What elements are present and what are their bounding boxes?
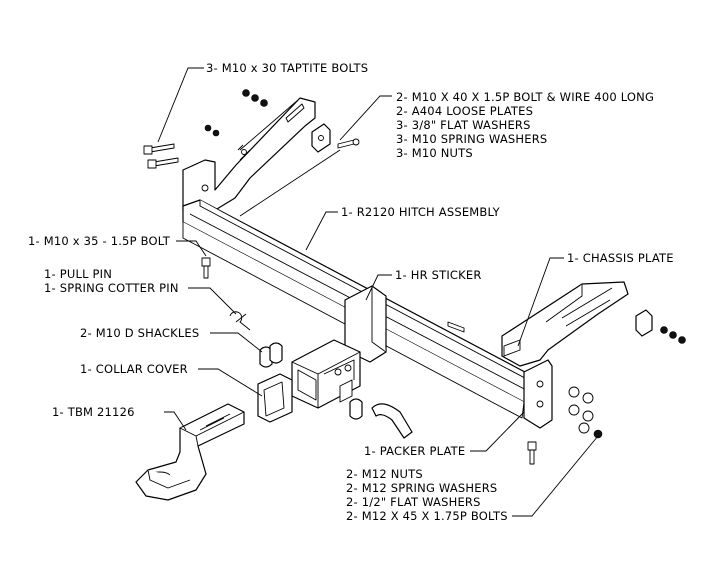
callout-m12-kit: 2- M12 NUTS 2- M12 SPRING WASHERS 2- 1/2… xyxy=(346,467,508,523)
callout-tbm: 1- TBM 21126 xyxy=(52,405,135,419)
callout-m10-bolt: 1- M10 x 35 - 1.5P BOLT xyxy=(28,234,171,248)
right-mounting-bracket xyxy=(501,281,629,429)
upper-nuts-washers xyxy=(204,89,268,137)
collar-cover xyxy=(257,373,293,423)
callout-line: 2- A404 LOOSE PLATES xyxy=(396,104,533,118)
callout-line: 1- HR STICKER xyxy=(395,268,482,282)
callout-line: 2- M12 X 45 X 1.75P BOLTS xyxy=(346,509,508,523)
callout-line: 3- M10 x 30 TAPTITE BOLTS xyxy=(206,61,368,75)
bolt-wire xyxy=(239,149,341,217)
callout-packer-plate: 1- PACKER PLATE xyxy=(364,444,465,458)
callout-line: 3- 3/8" FLAT WASHERS xyxy=(396,118,531,132)
left-mounting-bracket xyxy=(182,97,316,215)
loose-plate-upper xyxy=(311,123,331,153)
packer-plate xyxy=(371,403,413,439)
callout-line: 1- COLLAR COVER xyxy=(80,362,188,376)
callout-line: 1- CHASSIS PLATE xyxy=(567,251,674,265)
pull-pin xyxy=(229,311,251,331)
callout-line: 1- TBM 21126 xyxy=(52,405,135,419)
callout-bolt-wire-kit: 2- M10 X 40 X 1.5P BOLT & WIRE 400 LONG … xyxy=(396,90,654,160)
callout-line: 1- R2120 HITCH ASSEMBLY xyxy=(341,205,501,219)
d-shackles xyxy=(259,342,363,420)
callout-hitch-assembly: 1- R2120 HITCH ASSEMBLY xyxy=(341,205,501,219)
receiver-assembly xyxy=(291,285,387,409)
callout-line: 2- M12 SPRING WASHERS xyxy=(346,481,497,495)
callout-taptite-bolts: 3- M10 x 30 TAPTITE BOLTS xyxy=(206,61,368,75)
callout-line: 2- M10 X 40 X 1.5P BOLT & WIRE 400 LONG xyxy=(396,90,654,104)
callout-line: 2- M12 NUTS xyxy=(346,467,423,481)
loose-plate-right xyxy=(635,309,653,337)
right-nuts-washers xyxy=(660,326,686,344)
callout-line: 2- M10 D SHACKLES xyxy=(80,326,199,340)
tow-ball-mount xyxy=(135,403,245,501)
leader-lines xyxy=(157,67,599,517)
callout-line: 1- M10 x 35 - 1.5P BOLT xyxy=(28,234,171,248)
m12-nuts-washers xyxy=(568,386,603,439)
m12-bolts xyxy=(527,441,537,465)
m10-taptite-bolts xyxy=(143,143,179,169)
callout-hr-sticker: 1- HR STICKER xyxy=(395,268,482,282)
callout-chassis-plate: 1- CHASSIS PLATE xyxy=(567,251,674,265)
callout-line: 1- PACKER PLATE xyxy=(364,444,465,458)
callout-line: 2- 1/2" FLAT WASHERS xyxy=(346,495,481,509)
callout-line: 1- PULL PIN xyxy=(44,267,112,281)
callout-pull-pin: 1- PULL PIN 1- SPRING COTTER PIN xyxy=(44,267,179,295)
callout-line: 3- M10 NUTS xyxy=(396,146,473,160)
m10-bolt-wire xyxy=(337,138,465,333)
callout-line: 1- SPRING COTTER PIN xyxy=(44,281,179,295)
m10-bolt-35 xyxy=(201,257,211,279)
callout-d-shackles: 2- M10 D SHACKLES xyxy=(80,326,199,340)
callout-collar-cover: 1- COLLAR COVER xyxy=(80,362,188,376)
callout-line: 3- M10 SPRING WASHERS xyxy=(396,132,547,146)
